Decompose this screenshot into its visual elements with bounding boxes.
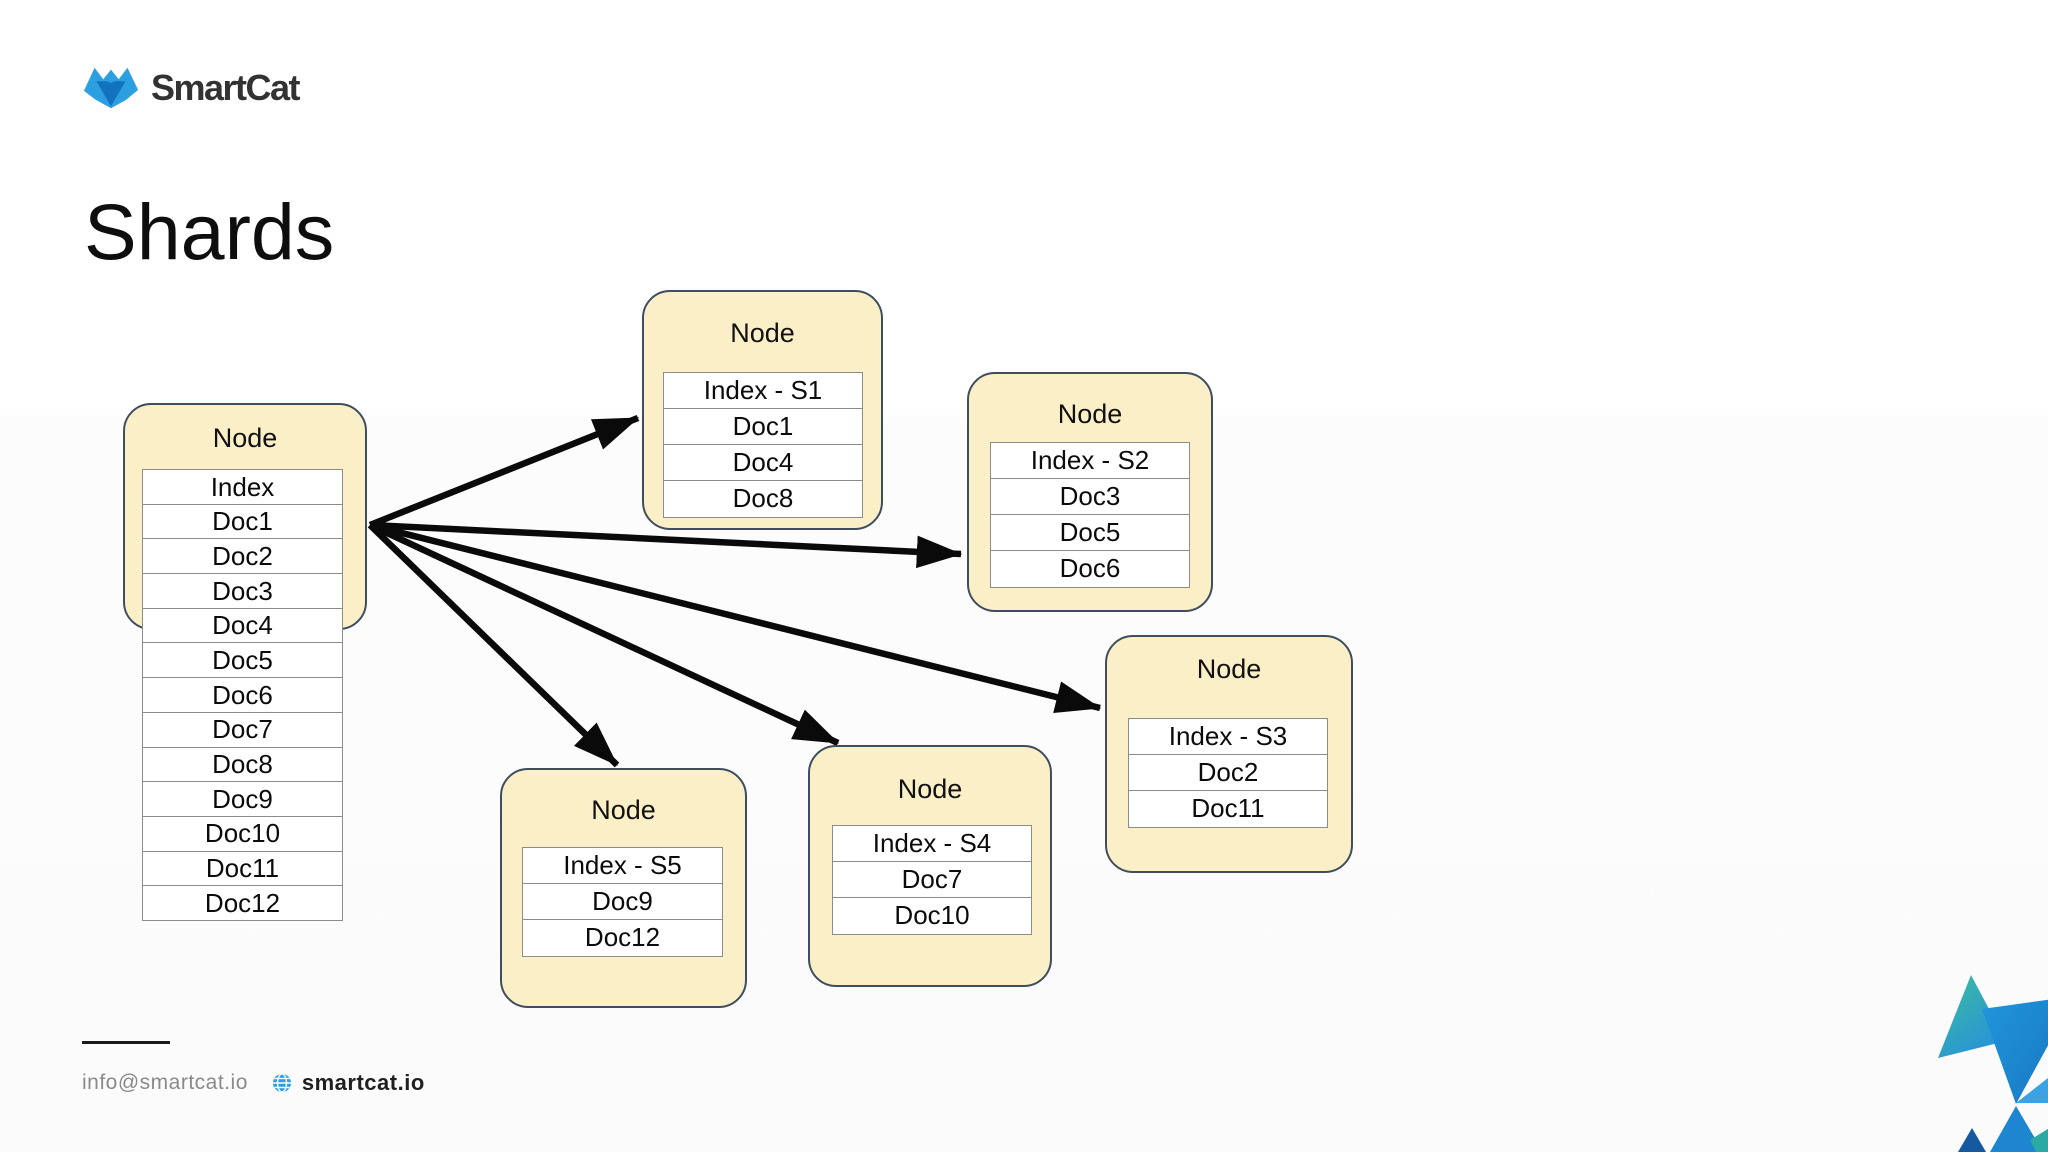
table-row: Doc1 <box>142 503 343 540</box>
edge-source-s1 <box>368 414 640 529</box>
footer: info@smartcat.io smartcat.io <box>82 1070 425 1096</box>
node-s3: Node Index - S3 Doc2 Doc11 <box>1105 635 1353 873</box>
node-s1-table: Index - S1 Doc1 Doc4 Doc8 <box>663 372 863 518</box>
globe-icon <box>272 1073 291 1093</box>
table-row: Doc6 <box>142 677 343 714</box>
smartcat-logo: SmartCat <box>82 66 301 110</box>
node-s2-table: Index - S2 Doc3 Doc5 Doc6 <box>990 442 1190 588</box>
page-title: Shards <box>84 187 335 276</box>
node-title: Node <box>1196 654 1262 684</box>
node-source-table: Index Doc1 Doc2 Doc3 Doc4 Doc5 Doc6 Doc7… <box>142 469 343 922</box>
smartcat-cat-icon <box>83 67 139 109</box>
footer-website: smartcat.io <box>301 1070 425 1095</box>
node-s4-table: Index - S4 Doc7 Doc10 <box>832 825 1032 935</box>
node-title: Node <box>730 318 795 348</box>
table-row: Doc7 <box>142 711 343 748</box>
table-row: Index - S5 <box>522 847 723 885</box>
table-row: Doc12 <box>142 885 343 922</box>
table-row: Doc9 <box>522 883 723 921</box>
table-row: Doc8 <box>663 480 863 518</box>
table-row: Doc12 <box>522 919 723 957</box>
table-row: Doc4 <box>142 607 343 644</box>
node-s5: Node Index - S5 Doc9 Doc12 <box>500 768 747 1008</box>
node-s3-table: Index - S3 Doc2 Doc11 <box>1128 718 1328 828</box>
table-row: Doc2 <box>1128 754 1328 792</box>
table-row: Doc6 <box>990 550 1190 588</box>
table-row: Doc4 <box>663 444 863 482</box>
node-title: Node <box>212 423 278 453</box>
table-row: Doc5 <box>142 642 343 679</box>
node-title: Node <box>1057 399 1123 429</box>
table-row: Doc11 <box>1128 790 1328 828</box>
table-row: Index - S2 <box>990 442 1190 480</box>
footer-email: info@smartcat.io <box>82 1071 248 1094</box>
table-row: Doc8 <box>142 746 343 783</box>
node-source: Node Index Doc1 Doc2 Doc3 Doc4 Doc5 Doc6… <box>123 403 367 922</box>
table-row: Doc3 <box>142 573 343 610</box>
table-row: Index - S1 <box>663 372 863 410</box>
table-row: Index - S4 <box>832 825 1032 863</box>
table-row: Doc2 <box>142 538 343 575</box>
node-s2: Node Index - S2 Doc3 Doc5 Doc6 <box>967 372 1213 612</box>
footer-divider <box>82 1041 170 1044</box>
table-row: Doc11 <box>142 850 343 887</box>
node-title: Node <box>591 795 656 825</box>
table-row: Doc5 <box>990 514 1190 552</box>
table-row: Doc10 <box>832 897 1032 935</box>
edge-source-s5 <box>367 522 620 768</box>
table-row: Index <box>142 469 343 506</box>
node-s4: Node Index - S4 Doc7 Doc10 <box>808 745 1052 987</box>
logo-text: SmartCat <box>151 67 301 108</box>
table-row: Doc3 <box>990 478 1190 516</box>
node-s5-table: Index - S5 Doc9 Doc12 <box>522 847 723 957</box>
node-s1: Node Index - S1 Doc1 Doc4 Doc8 <box>642 290 883 530</box>
table-row: Doc1 <box>663 408 863 446</box>
edge-source-s4 <box>368 522 840 746</box>
table-row: Doc9 <box>142 781 343 818</box>
table-row: Doc10 <box>142 815 343 853</box>
node-title: Node <box>897 774 963 804</box>
table-row: Doc7 <box>832 861 1032 899</box>
table-row: Index - S3 <box>1128 718 1328 756</box>
